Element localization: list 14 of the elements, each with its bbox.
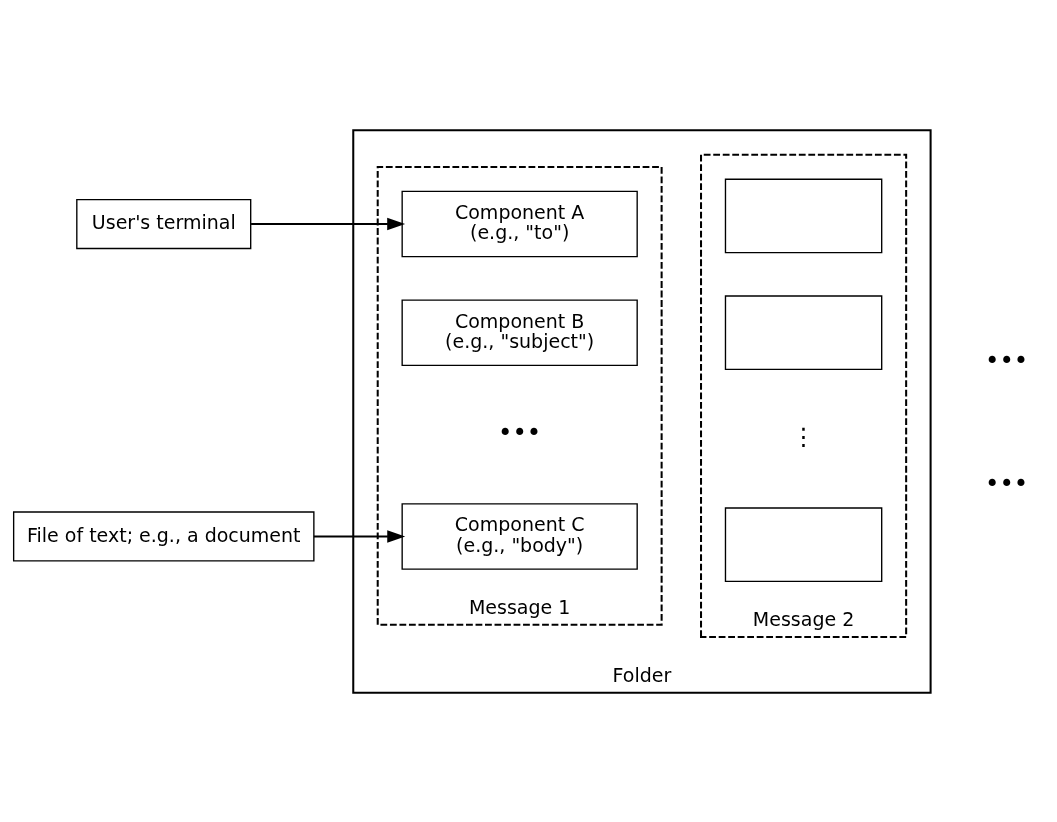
node-box: [724, 294, 883, 370]
node-box: Component C (e.g., "body"): [401, 502, 638, 570]
node-box: User's terminal: [76, 198, 252, 249]
label: •••: [985, 468, 1029, 498]
node-box: [724, 506, 883, 582]
node-box: Component B (e.g., "subject"): [401, 298, 638, 366]
arrow: [313, 529, 406, 543]
node-box: [724, 178, 883, 253]
label: •••: [985, 345, 1029, 375]
node-box: Component A (e.g., "to"): [401, 190, 638, 257]
node-box: File of text; e.g., a document: [12, 510, 315, 562]
label: •••: [498, 417, 542, 447]
arrow: [251, 217, 406, 230]
label: ⋮: [791, 421, 816, 451]
